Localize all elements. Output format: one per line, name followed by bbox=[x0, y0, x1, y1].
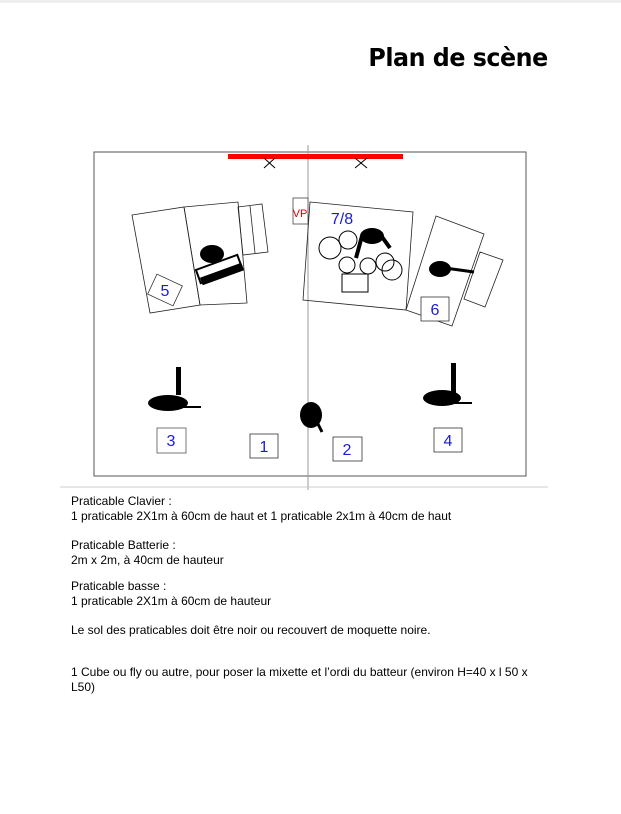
drummer-icon bbox=[354, 228, 392, 259]
x-marks bbox=[263, 157, 368, 169]
section-heading: Praticable basse : bbox=[71, 579, 167, 593]
section-body: 1 praticable 2X1m à 60cm de haut et 1 pr… bbox=[71, 508, 452, 523]
vp-box bbox=[292, 197, 309, 225]
stage-outline bbox=[93, 151, 527, 477]
guitarist-right-icon bbox=[423, 363, 472, 406]
monitor-5 bbox=[147, 273, 183, 307]
bass-player-icon bbox=[429, 261, 475, 277]
page-title: Plan de scène bbox=[368, 43, 549, 72]
monitor-3 bbox=[156, 427, 187, 454]
keyboard-risers bbox=[131, 201, 269, 314]
monitor-4-label: 4 bbox=[444, 433, 453, 450]
vp-label: VP bbox=[293, 208, 308, 220]
monitor-2-label: 2 bbox=[343, 442, 352, 459]
floor-note: Le sol des praticables doit être noir ou… bbox=[71, 623, 431, 637]
drum-label: 7/8 bbox=[331, 211, 353, 228]
section-clavier: Praticable Clavier : 1 praticable 2X1m à… bbox=[71, 494, 551, 523]
cube-note: 1 Cube ou fly ou autre, pour poser la mi… bbox=[71, 665, 528, 694]
bass-riser bbox=[405, 215, 504, 327]
section-heading: Praticable Batterie : bbox=[71, 538, 176, 552]
backline-bar bbox=[228, 154, 403, 159]
monitor-6 bbox=[420, 296, 450, 322]
monitor-5-label: 5 bbox=[161, 283, 170, 300]
monitor-6-label: 6 bbox=[431, 302, 440, 319]
monitor-1 bbox=[249, 433, 279, 459]
keyboard-player-icon bbox=[194, 245, 245, 286]
drum-kit-icon bbox=[318, 230, 403, 293]
top-border bbox=[0, 0, 621, 3]
monitor-4 bbox=[433, 427, 463, 453]
monitor-2 bbox=[332, 436, 363, 462]
section-heading: Praticable Clavier : bbox=[71, 494, 172, 508]
section-batterie: Praticable Batterie : 2m x 2m, à 40cm de… bbox=[71, 538, 551, 567]
guitarist-left-icon bbox=[148, 367, 201, 411]
monitor-1-label: 1 bbox=[260, 439, 269, 456]
section-basse: Praticable basse : 1 praticable 2X1m à 6… bbox=[71, 579, 551, 608]
section-body: 2m x 2m, à 40cm de hauteur bbox=[71, 552, 224, 567]
monitor-3-label: 3 bbox=[167, 433, 176, 450]
singer-icon bbox=[300, 402, 324, 433]
section-body: 1 praticable 2X1m à 60cm de hauteur bbox=[71, 593, 272, 608]
